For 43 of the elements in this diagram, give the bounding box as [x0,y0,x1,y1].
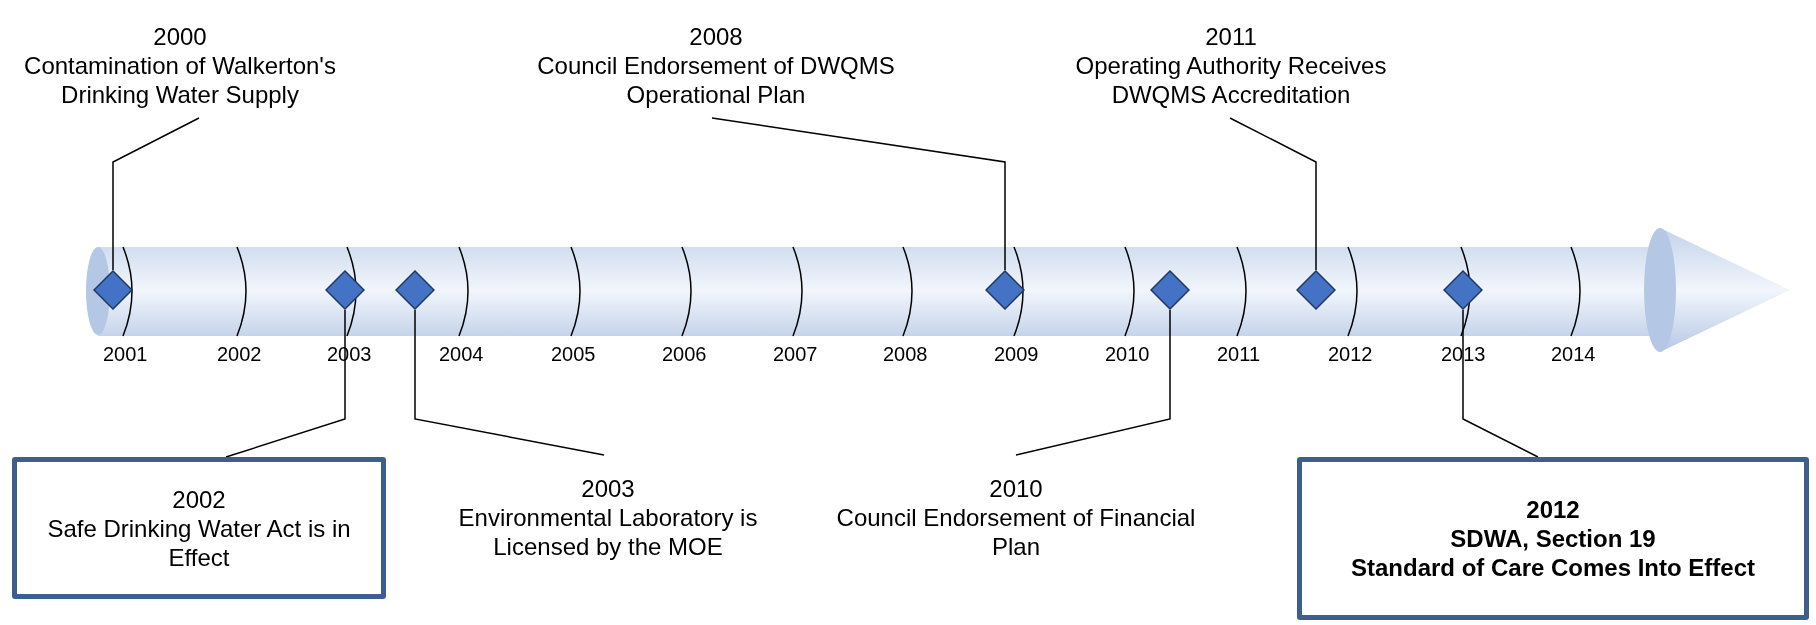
event-year: 2000 [153,21,207,51]
leader-line [1462,309,1539,458]
leader-line [1229,117,1317,271]
year-label: 2001 [103,342,148,366]
event-description: Contamination of Walkerton's Drinking Water Supply [23,50,337,109]
leader-line [711,117,1006,271]
event-year: 2008 [689,21,743,51]
milestone-diamond [1443,270,1483,310]
year-label: 2002 [217,342,262,366]
event-year: 2011 [1205,21,1257,51]
leader-line [1015,309,1171,456]
year-label: 2010 [1105,342,1150,366]
event-description: Operating Authority Receives DWQMS Accreditation [1074,50,1388,109]
event-year: 2010 [989,474,1043,503]
milestone-diamond [395,270,435,310]
year-label: 2004 [439,342,484,366]
year-label: 2009 [994,342,1039,366]
leader-line [112,117,200,271]
event-year: 2012 [1526,495,1580,524]
event-description: Council Endorsement of Financial Plan [836,503,1196,561]
milestone-diamond [93,270,133,310]
leader-line [225,309,346,458]
year-label: 2014 [1551,342,1596,366]
milestone-diamond [325,270,365,310]
milestone-diamond [1150,270,1190,310]
event-description: SDWA, Section 19 [1450,524,1656,553]
event-year: 2003 [581,474,635,503]
milestone-diamond [985,270,1025,310]
event-year: 2002 [172,484,226,514]
year-label: 2008 [883,342,928,366]
year-label: 2007 [773,342,818,366]
leader-line [414,309,605,456]
highlight-box [12,457,386,599]
year-label: 2005 [551,342,596,366]
highlight-box [1297,457,1809,620]
year-label: 2012 [1328,342,1373,366]
event-description: Council Endorsement of DWQMS Operational Plan [536,50,896,109]
event-description: Standard of Care Comes Into Effect [1350,553,1756,582]
milestone-diamond [1296,270,1336,310]
year-label: 2011 [1217,342,1260,366]
year-label: 2006 [662,342,707,366]
event-description: Safe Drinking Water Act is in Effect [46,513,352,572]
event-description: Environmental Laboratory is Licensed by the MOE [457,503,759,561]
